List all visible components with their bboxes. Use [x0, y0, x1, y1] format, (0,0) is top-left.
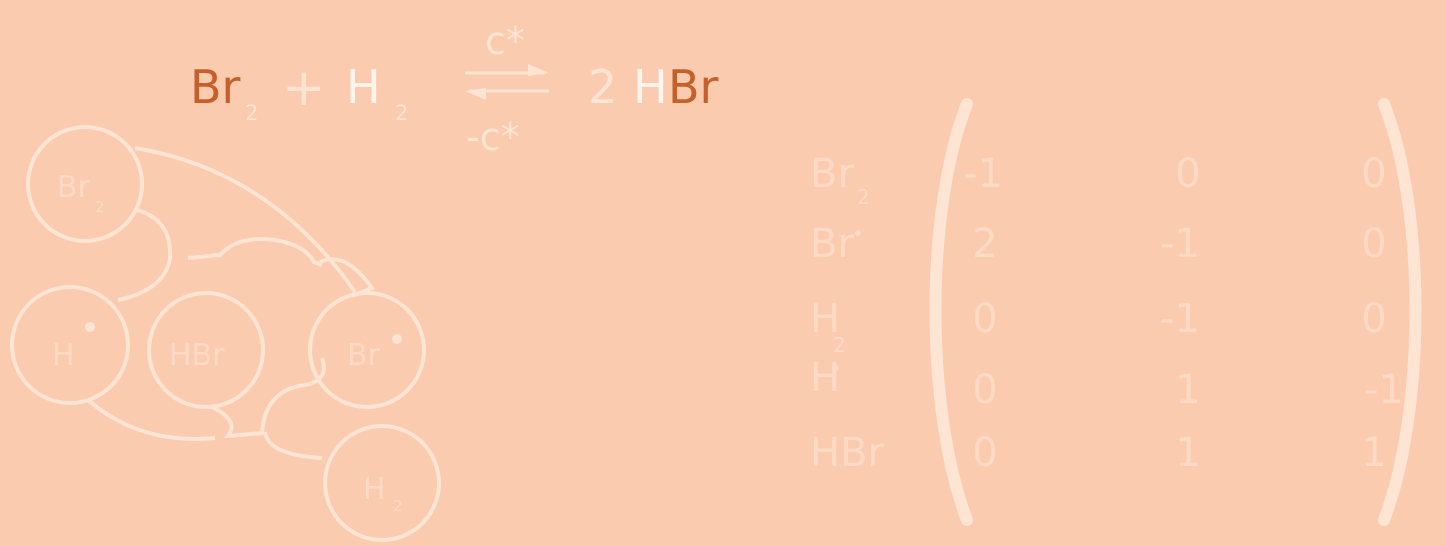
reactant-h2-symbol: H: [346, 60, 381, 114]
matrix-cell: 0: [1175, 151, 1200, 197]
matrix-cell: 0: [972, 430, 997, 476]
svg-text:H: H: [810, 296, 840, 342]
matrix-row-label: Br: [810, 221, 861, 267]
reactant-br2-symbol: Br: [190, 60, 241, 114]
matrix-cell: 0: [972, 296, 997, 342]
matrix-row-label: Br 2: [810, 151, 870, 209]
reverse-rate-label: -c*: [466, 115, 520, 159]
matrix-cell: 0: [972, 367, 997, 413]
equilibrium-arrows: [465, 64, 549, 100]
node-h2: H 2: [323, 424, 441, 542]
svg-text:H: H: [810, 355, 840, 401]
matrix-row-label: H: [810, 355, 840, 401]
svg-text:H: H: [363, 472, 386, 507]
forward-rate-label: c*: [485, 19, 525, 63]
matrix-cell: 2: [972, 221, 997, 267]
radical-dot: [855, 230, 861, 236]
node-hbr: HBr: [147, 291, 265, 409]
radical-dot: [392, 334, 402, 344]
svg-text:H: H: [52, 338, 75, 373]
stoichiometric-matrix: Br 2 Br H 2 H HBr -1 0 0 2 -1 0 0 -1 0: [810, 98, 1422, 526]
matrix-cell: 1: [1361, 430, 1386, 476]
network-blob-right: [319, 257, 376, 298]
matrix-cell: 0: [1361, 221, 1386, 267]
product-coefficient: 2: [588, 60, 617, 114]
radical-dot: [833, 365, 839, 371]
matrix-cells: -1 0 0 2 -1 0 0 -1 0 0 1 -1 0 1 1: [963, 151, 1404, 476]
svg-text:Br: Br: [810, 151, 854, 197]
node-br2: Br 2: [26, 125, 144, 243]
network-curve-outer: [134, 146, 357, 294]
svg-text:2: 2: [393, 497, 403, 515]
matrix-cell: 1: [1175, 367, 1200, 413]
radical-dot: [85, 322, 95, 332]
matrix-row-label: HBr: [810, 430, 885, 476]
reaction-equation: Br 2 + H 2 c* -c* 2 H Br: [190, 19, 719, 159]
reactant-br2-subscript: 2: [245, 101, 258, 125]
product-hbr-h: H: [633, 60, 668, 114]
network-blob-left: [117, 208, 173, 302]
reactant-h2-subscript: 2: [395, 101, 408, 125]
product-hbr-br: Br: [668, 60, 719, 114]
matrix-cell: -1: [1160, 296, 1200, 342]
svg-text:2: 2: [95, 198, 105, 216]
svg-text:2: 2: [857, 185, 870, 209]
plus-sign: +: [282, 58, 326, 118]
matrix-cell: 0: [1361, 296, 1386, 342]
network-blob-top: [187, 237, 323, 267]
matrix-cell: -1: [1364, 367, 1404, 413]
matrix-left-bracket: [929, 98, 973, 526]
node-h-radical: H: [10, 285, 130, 405]
network-blob-small: [263, 431, 323, 460]
matrix-cell: 1: [1175, 430, 1200, 476]
matrix-right-bracket: [1378, 98, 1422, 526]
svg-text:HBr: HBr: [810, 430, 885, 476]
node-br-radical: Br: [308, 291, 426, 409]
svg-text:Br: Br: [810, 221, 854, 267]
matrix-cell: -1: [1160, 221, 1200, 267]
svg-text:2: 2: [833, 333, 846, 357]
matrix-row-label: H 2: [810, 296, 846, 357]
network-curve-lower: [86, 398, 216, 441]
svg-text:HBr: HBr: [169, 338, 225, 373]
svg-text:Br: Br: [347, 338, 381, 373]
species-network: [86, 146, 376, 460]
svg-text:Br: Br: [57, 170, 91, 205]
network-blob-bottom: [209, 357, 326, 439]
matrix-cell: -1: [963, 151, 1003, 197]
matrix-cell: 0: [1361, 151, 1386, 197]
